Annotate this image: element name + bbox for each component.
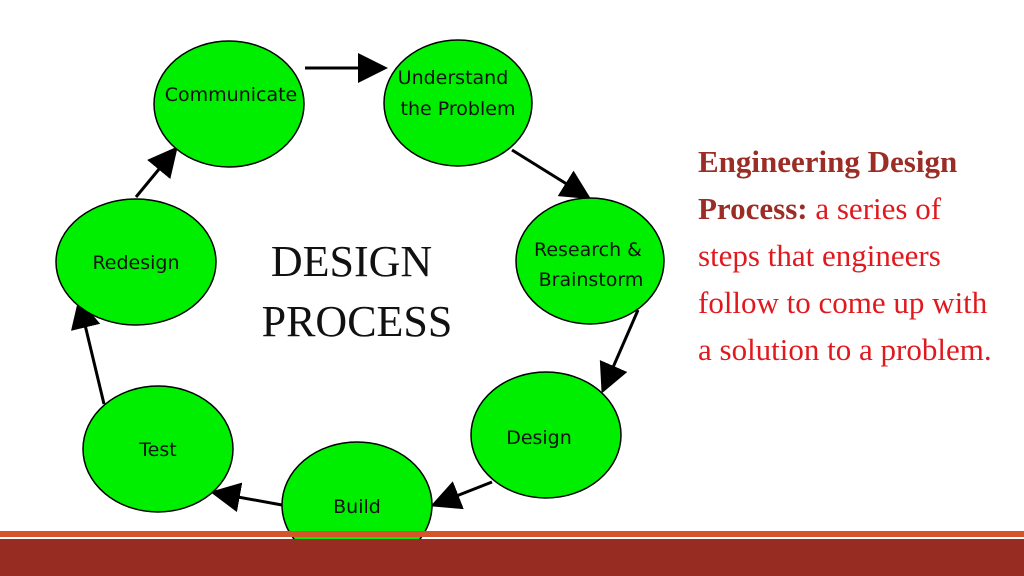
node-understand-label-line1: Understand bbox=[398, 67, 509, 89]
node-research-label-line1: Research & bbox=[534, 239, 642, 261]
svg-text:Test: Test bbox=[138, 439, 176, 461]
definition-body: a series of steps that engineers follow … bbox=[698, 191, 992, 367]
node-redesign: Redesign bbox=[55, 198, 217, 326]
center-title-line2: PROCESS bbox=[262, 297, 453, 346]
edge-redesign-to-communicate bbox=[134, 146, 178, 198]
node-test-label: Test bbox=[138, 439, 176, 461]
svg-text:Redesign: Redesign bbox=[92, 252, 179, 274]
svg-text:Communicate: Communicate bbox=[165, 84, 298, 106]
edges bbox=[71, 53, 640, 513]
footer-bar bbox=[0, 539, 1024, 576]
svg-text:Understand the Problem: Understand the Problem bbox=[398, 67, 516, 120]
svg-text:Build: Build bbox=[333, 496, 381, 518]
edge-design-to-build bbox=[430, 480, 493, 510]
edge-research-to-design bbox=[599, 309, 640, 394]
node-understand-label-line2: the Problem bbox=[401, 98, 516, 120]
node-research: Research & Brainstorm bbox=[515, 197, 665, 325]
definition-text: Engineering Design Process: a series of … bbox=[698, 138, 1008, 373]
edge-test-to-redesign bbox=[71, 298, 106, 405]
node-communicate: Communicate bbox=[153, 40, 305, 168]
center-title: DESIGN PROCESS bbox=[262, 237, 453, 346]
node-design-label: Design bbox=[506, 427, 572, 449]
footer-accent-stripe bbox=[0, 531, 1024, 537]
center-title-line1: DESIGN bbox=[271, 237, 432, 286]
node-research-label-line2: Brainstorm bbox=[539, 269, 644, 291]
svg-text:Research & Brainstorm: Research & Brainstorm bbox=[534, 239, 648, 291]
node-test: Test bbox=[82, 385, 234, 513]
edge-understand-to-research bbox=[511, 148, 592, 200]
node-redesign-label: Redesign bbox=[92, 252, 179, 274]
node-build-label: Build bbox=[333, 496, 381, 518]
node-understand: Understand the Problem bbox=[383, 39, 533, 167]
edge-build-to-test bbox=[210, 482, 283, 513]
svg-text:Design: Design bbox=[506, 427, 572, 449]
definition-term: Engineering Design Process: bbox=[698, 144, 958, 226]
node-design: Design bbox=[470, 371, 622, 499]
node-communicate-label: Communicate bbox=[165, 84, 298, 106]
